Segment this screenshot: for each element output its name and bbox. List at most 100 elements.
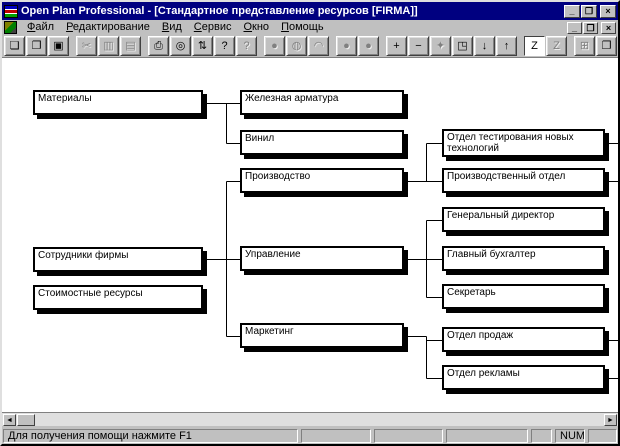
tree-node-management[interactable]: Управление — [240, 246, 404, 271]
title-bar[interactable]: Open Plan Professional - [Стандартное пр… — [2, 2, 618, 20]
tree-node-general-director[interactable]: Генеральный директор — [442, 207, 605, 232]
arrow-question-icon: ? — [243, 39, 250, 52]
save-button[interactable]: ▣ — [48, 36, 69, 56]
window-controls: _ ❐ × — [564, 4, 616, 18]
shape-circle-button[interactable]: ● — [264, 36, 285, 56]
toolbar-group-shapes2: ● ● — [336, 36, 379, 56]
toolbar-group-output: ⎙ ◎ ⇅ ? ? — [148, 36, 257, 56]
toolbar: ❏ ❐ ▣ ✂ ▥ ▤ ⎙ ◎ ⇅ ? ? ● ◍ ◠ ● ● + − ✦ — [2, 35, 618, 57]
tree-node-sales-dept[interactable]: Отдел продаж — [442, 327, 605, 352]
window-grid-button[interactable]: ⊞ — [574, 36, 595, 56]
tree-node-advertising-dept[interactable]: Отдел рекламы — [442, 365, 605, 390]
arch-icon: ◠ — [313, 39, 324, 52]
tree-node-production[interactable]: Производство — [240, 168, 404, 193]
window-grid-icon: ⊞ — [579, 39, 590, 52]
status-panel-2 — [301, 428, 371, 443]
minus-icon: − — [415, 39, 422, 52]
toolbar-group-zoom: Z Z — [524, 36, 567, 56]
link-icon: ✦ — [435, 39, 446, 52]
question-icon: ? — [221, 39, 228, 52]
status-panel-7 — [588, 428, 617, 443]
status-panel-3 — [374, 428, 443, 443]
save-floppy-icon: ▣ — [53, 39, 64, 52]
tree-node-iron-fittings[interactable]: Железная арматура — [240, 90, 404, 115]
scissors-icon: ✂ — [81, 39, 92, 52]
scrollbar-thumb[interactable] — [17, 414, 35, 426]
open-button[interactable]: ❐ — [26, 36, 47, 56]
close-button[interactable]: × — [600, 4, 616, 18]
toolbar-group-windows: ⊞ ❐ — [574, 36, 617, 56]
zoom-page-button[interactable]: Z — [546, 36, 567, 56]
arrow-up-icon: ↑ — [503, 39, 510, 52]
mdi-close-button[interactable]: × — [601, 21, 616, 34]
horizontal-scrollbar[interactable]: ◄ ► — [2, 412, 618, 426]
ellipse-icon: ● — [365, 39, 372, 52]
zoom-button[interactable]: Z — [524, 36, 545, 56]
print-preview-button[interactable]: ◎ — [170, 36, 191, 56]
tree-node-employees[interactable]: Сотрудники фирмы — [33, 247, 203, 272]
mdi-document-icon[interactable] — [4, 21, 17, 34]
resource-tree-canvas[interactable]: Материалы Сотрудники фирмы Стоимостные р… — [2, 59, 618, 412]
move-up-button[interactable]: ↑ — [496, 36, 517, 56]
status-bar: Для получения помощи нажмите F1 NUM — [2, 426, 618, 444]
views-button[interactable]: ⇅ — [192, 36, 213, 56]
move-down-button[interactable]: ↓ — [474, 36, 495, 56]
mdi-minimize-button[interactable]: _ — [567, 21, 582, 34]
minimize-button[interactable]: _ — [564, 4, 580, 18]
sublevel-icon: ◳ — [457, 39, 468, 52]
menu-file[interactable]: Файл — [21, 20, 60, 35]
new-button[interactable]: ❏ — [4, 36, 25, 56]
status-panel-5 — [531, 428, 552, 443]
tree-node-cost-resources[interactable]: Стоимостные ресурсы — [33, 285, 203, 310]
help-button[interactable]: ? — [214, 36, 235, 56]
remove-node-button[interactable]: − — [408, 36, 429, 56]
add-node-button[interactable]: + — [386, 36, 407, 56]
toolbar-divider — [2, 57, 618, 59]
shape-ellipse-b-button[interactable]: ● — [358, 36, 379, 56]
context-help-button[interactable]: ? — [236, 36, 257, 56]
menu-bar: Файл Редактирование Вид Сервис Окно Помо… — [2, 20, 618, 35]
menu-help[interactable]: Помощь — [275, 20, 330, 35]
window-arrange-button[interactable]: ❐ — [596, 36, 617, 56]
scroll-right-arrow-icon[interactable]: ► — [604, 414, 617, 426]
circle-question-icon: ◍ — [291, 39, 302, 52]
paste-button[interactable]: ▤ — [120, 36, 141, 56]
tree-node-marketing[interactable]: Маркетинг — [240, 323, 404, 348]
print-button[interactable]: ⎙ — [148, 36, 169, 56]
copy-icon: ▥ — [103, 39, 114, 52]
tree-node-chief-accountant[interactable]: Главный бухгалтер — [442, 246, 605, 271]
exchange-icon: ⇅ — [197, 39, 208, 52]
menu-window[interactable]: Окно — [237, 20, 275, 35]
restore-button[interactable]: ❐ — [581, 4, 597, 18]
circle-icon: ● — [271, 39, 278, 52]
cut-button[interactable]: ✂ — [76, 36, 97, 56]
new-document-icon: ❏ — [9, 39, 20, 52]
status-num-indicator: NUM — [555, 428, 585, 443]
toolbar-group-clipboard: ✂ ▥ ▤ — [76, 36, 141, 56]
tree-node-testing-dept[interactable]: Отдел тестирования новых технологий — [442, 129, 605, 157]
shape-circle-query-button[interactable]: ◍ — [286, 36, 307, 56]
tree-node-production-dept[interactable]: Производственный отдел — [442, 168, 605, 193]
menu-view[interactable]: Вид — [156, 20, 188, 35]
mdi-restore-button[interactable]: ❐ — [583, 21, 598, 34]
shape-ellipse-a-button[interactable]: ● — [336, 36, 357, 56]
mdi-window-controls: _ ❐ × — [567, 21, 616, 34]
arrow-down-icon: ↓ — [481, 39, 488, 52]
ellipse-icon: ● — [343, 39, 350, 52]
printer-icon: ⎙ — [154, 39, 163, 52]
scroll-left-arrow-icon[interactable]: ◄ — [3, 414, 16, 426]
tree-node-vinyl[interactable]: Винил — [240, 130, 404, 155]
tree-node-secretary[interactable]: Секретарь — [442, 284, 605, 309]
link-nodes-button[interactable]: ✦ — [430, 36, 451, 56]
tree-node-materials[interactable]: Материалы — [33, 90, 203, 115]
shape-arch-button[interactable]: ◠ — [308, 36, 329, 56]
toolbar-group-structure: + − ✦ ◳ ↓ ↑ — [386, 36, 517, 56]
window-arrange-icon: ❐ — [601, 39, 612, 52]
zoom-z-icon: Z — [531, 39, 538, 52]
status-panel-4 — [446, 428, 528, 443]
menu-service[interactable]: Сервис — [188, 20, 238, 35]
sublevel-button[interactable]: ◳ — [452, 36, 473, 56]
menu-edit[interactable]: Редактирование — [60, 20, 156, 35]
copy-button[interactable]: ▥ — [98, 36, 119, 56]
